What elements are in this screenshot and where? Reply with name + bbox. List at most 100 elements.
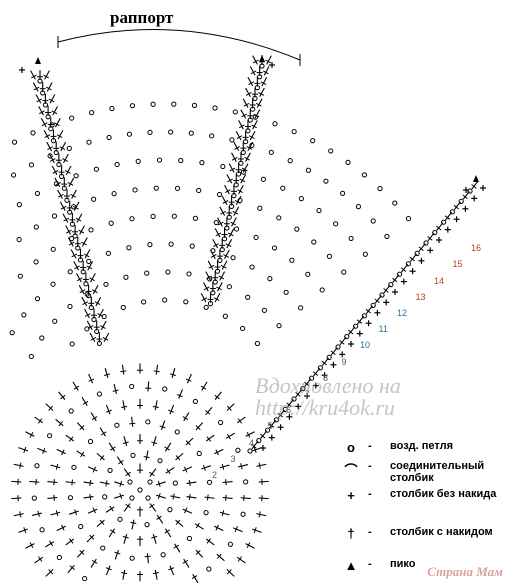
double-crochet [224, 249, 230, 260]
chain-loop [172, 480, 178, 486]
double-crochet [175, 519, 184, 528]
chain-loop [37, 78, 43, 84]
chain-loop [129, 216, 135, 222]
chain-loop [203, 304, 209, 310]
double-crochet [131, 519, 135, 530]
double-crochet [214, 228, 221, 238]
double-crochet [149, 503, 157, 512]
chain-loop [189, 243, 195, 249]
double-crochet [201, 465, 211, 470]
chain-loop [230, 255, 236, 261]
double-crochet [11, 480, 22, 483]
chain-loop [186, 271, 192, 277]
chain-loop [186, 535, 193, 542]
chain-loop [84, 326, 90, 332]
double-crochet [81, 296, 88, 307]
double-crochet-icon: † [347, 526, 355, 541]
chain-loop [227, 541, 233, 547]
chain-loop [392, 200, 398, 206]
double-crochet [50, 464, 61, 469]
chain-loop [69, 221, 76, 227]
chain-loop [441, 219, 447, 225]
double-crochet [233, 141, 240, 152]
double-crochet [182, 466, 193, 472]
legend-dash: - [368, 488, 372, 500]
chain-loop [240, 511, 246, 517]
double-crochet [65, 165, 72, 176]
double-crochet [108, 442, 116, 452]
double-crochet [49, 153, 55, 164]
double-crochet [164, 528, 172, 538]
double-crochet [71, 189, 77, 199]
double-crochet [50, 511, 61, 516]
double-crochet [104, 368, 109, 378]
double-crochet [221, 195, 228, 206]
chain-loop [137, 487, 143, 493]
double-crochet [226, 403, 235, 411]
chain-loop [213, 219, 219, 226]
chain-loop [171, 213, 177, 219]
chain-loop [222, 313, 228, 319]
chain-loop [59, 173, 65, 179]
double-crochet [25, 543, 35, 549]
chain-loop [68, 408, 74, 414]
double-crochet [219, 464, 230, 469]
chain-loop [94, 328, 100, 335]
chain-loop [28, 353, 34, 360]
chain-loop [145, 419, 151, 425]
chain-loop [226, 284, 232, 290]
double-crochet [114, 481, 125, 486]
chain-loop [34, 296, 41, 302]
double-crochet [156, 514, 164, 524]
double-crochet [145, 450, 149, 461]
chain-loop [168, 241, 174, 247]
row-number: 11 [378, 324, 388, 335]
legend-dash: - [368, 526, 372, 538]
double-crochet [266, 55, 272, 65]
legend-dash: - [368, 440, 372, 452]
double-crochet [186, 481, 197, 485]
double-crochet [152, 436, 157, 447]
chain-loop [397, 271, 403, 277]
double-crochet [240, 497, 251, 500]
chain-loop [31, 495, 37, 501]
double-crochet [45, 403, 54, 411]
chain-loop [405, 261, 411, 267]
double-crochet [79, 225, 85, 235]
chain-loop [144, 522, 150, 528]
double-crochet [90, 412, 97, 422]
chain-loop [150, 101, 156, 107]
legend-label: соединительный столбик [390, 460, 485, 484]
double-crochet [205, 406, 213, 416]
double-crochet [242, 163, 249, 173]
chain-loop [319, 287, 325, 293]
row-number: 12 [397, 308, 408, 318]
chain-loop [42, 102, 49, 108]
chain-loop [89, 110, 95, 116]
chain-loop [105, 250, 112, 256]
chain-loop [467, 188, 473, 194]
double-crochet [51, 165, 58, 176]
chain-loop [326, 253, 333, 259]
chain-loop [192, 398, 198, 405]
picot [259, 55, 265, 62]
chain-loop [261, 307, 267, 313]
chain-loop [117, 516, 123, 522]
double-crochet [183, 558, 190, 568]
double-crochet [65, 225, 71, 235]
chain-loop [344, 334, 350, 340]
double-crochet [155, 481, 166, 486]
chain-loop [243, 479, 249, 485]
double-crochet [245, 543, 255, 549]
row-number: 9 [341, 356, 347, 367]
chain-loop [135, 158, 141, 164]
double-crochet [251, 447, 262, 452]
chain-loop [423, 240, 429, 246]
double-crochet [169, 565, 175, 576]
chain-loop [145, 495, 151, 501]
double-crochet [40, 118, 47, 128]
double-crochet [147, 381, 150, 392]
double-crochet [219, 206, 226, 216]
chain-loop [348, 235, 354, 242]
double-crochet [195, 549, 204, 558]
